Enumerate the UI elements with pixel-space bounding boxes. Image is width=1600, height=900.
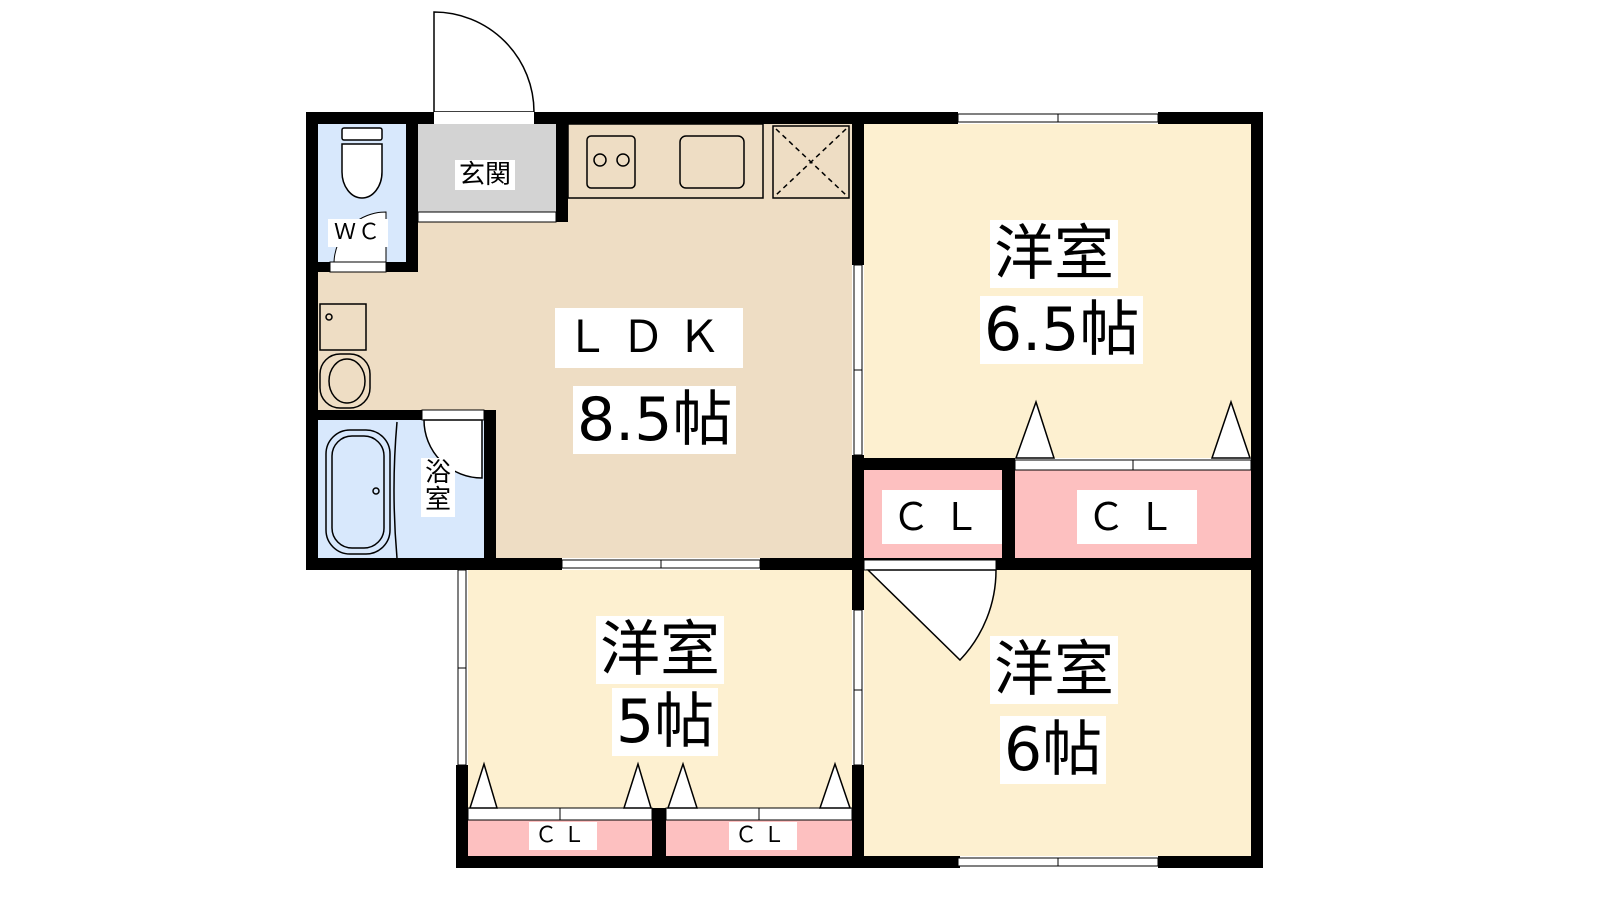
ldk-size: 8.5帖 xyxy=(573,386,737,454)
closet-door-icon xyxy=(818,761,852,809)
western-a-name: 洋室 xyxy=(990,220,1118,288)
closet-label: ＣＬ xyxy=(529,822,598,850)
closet-door-icon xyxy=(622,761,653,809)
wc-label: ＷＣ xyxy=(328,219,389,247)
closet-door-icon xyxy=(1014,399,1056,459)
western-a-size: 6.5帖 xyxy=(980,296,1144,364)
western-b-size: 5帖 xyxy=(612,688,719,756)
western-c-name: 洋室 xyxy=(990,636,1118,704)
entrance-door-icon xyxy=(433,11,535,113)
toilet-icon xyxy=(341,127,383,199)
closet-door-icon xyxy=(468,761,499,809)
closet-label: ＣＬ xyxy=(729,822,798,850)
western-a-floor xyxy=(864,124,1251,458)
ldk-name: ＬＤＫ xyxy=(555,308,743,368)
closet-label: ＣＬ xyxy=(1077,490,1198,544)
bedroom-door-icon xyxy=(866,569,997,662)
entrance-label: 玄関 xyxy=(455,160,516,190)
closet-door-icon xyxy=(666,761,699,809)
windows xyxy=(329,113,1252,867)
western-c-size: 6帖 xyxy=(1000,716,1107,784)
closet-label: ＣＬ xyxy=(882,490,1003,544)
washbasin-icon xyxy=(319,303,371,409)
bathtub-icon xyxy=(325,421,398,559)
western-b-name: 洋室 xyxy=(596,616,724,684)
closet-door-icon xyxy=(1210,399,1252,459)
bath-label: 浴室 xyxy=(421,458,455,517)
